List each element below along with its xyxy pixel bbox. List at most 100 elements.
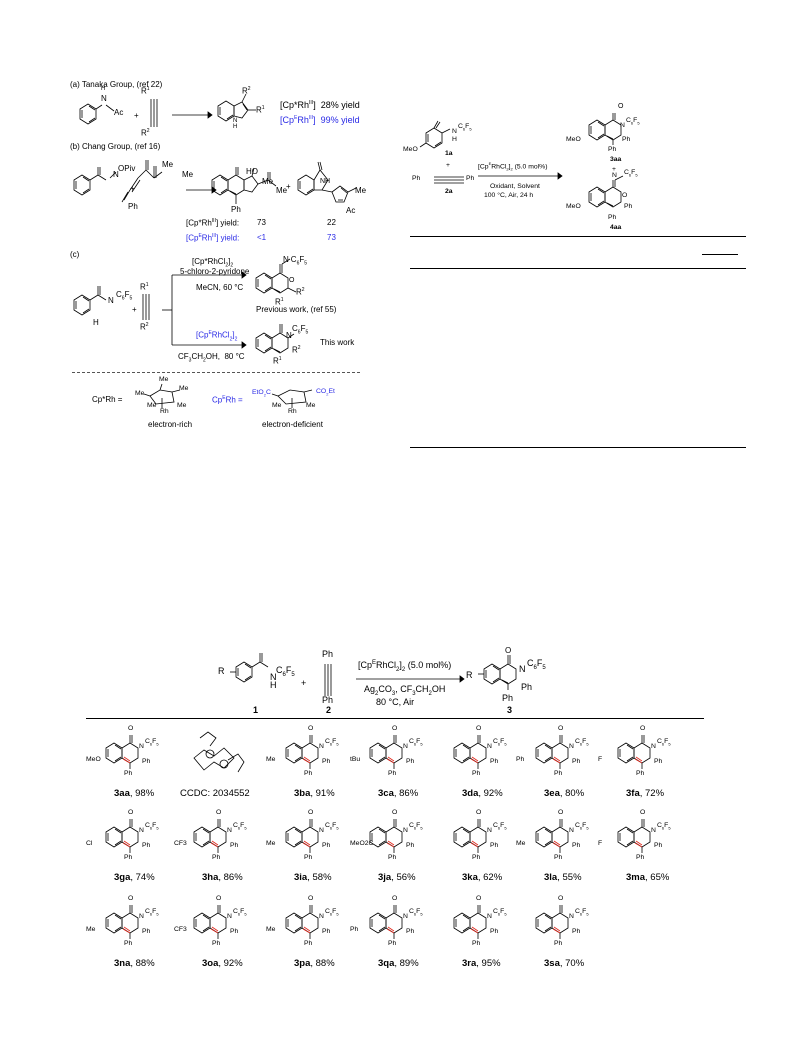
scheme-a-title: (a) Tanaka Group, (ref 22) [70,80,163,89]
ring-n: N [487,913,492,920]
product-caption: 3fa, 72% [626,788,664,799]
meo-1a: MeO [403,146,418,153]
product-id: 3ra [462,958,477,969]
product-id: 3la [544,872,558,883]
crystal-structure [193,731,245,773]
label-1: 1 [253,705,259,715]
product-3aa-structure [588,113,622,145]
c6f5-1a: C6F5 [458,123,472,132]
scope-rule [86,718,704,719]
product-id: 3sa [544,958,560,969]
product-structure [453,819,487,853]
cp-e-label: CpERh = [212,395,243,405]
b-opiv: OPiv [118,164,136,173]
ring-n: N [651,827,656,834]
ph-b: Ph [554,940,563,947]
ph-b: Ph [388,854,397,861]
ring-n: N [569,913,574,920]
product-yield: , 88% [310,958,335,969]
carbonyl-o: O [476,895,482,902]
prev-o: O [289,277,295,284]
me-1: Me [159,376,169,383]
product-caption: 3la, 55% [544,872,582,883]
c-this-work: This work [320,338,355,347]
ring-n: N [319,743,324,750]
tricyclic-product-structure [211,167,277,204]
ring-n: N [139,743,144,750]
chang-yield1-b: 22 [327,218,336,227]
c-cond2: CF3CH2OH, 80 °C [178,352,245,364]
ph-a: Ph [142,758,151,765]
c6f5-group: C6F5 [233,908,247,917]
substituent: Me [516,840,526,847]
product-id: 3qa [378,958,395,969]
n-substrate: N [270,672,277,682]
indole-r2: R2 [242,86,251,96]
scheme3-cond1: Ag2CO3, CF3CH2OH [364,684,446,697]
o-3aa: O [618,103,624,110]
product-caption: 3ga, 74% [114,872,155,883]
ring-n: N [227,827,232,834]
spiro-product-structure [297,161,357,203]
product-caption: 3ba, 91% [294,788,335,799]
product-caption: 3ia, 58% [294,872,332,883]
c-cond1: MeCN, 60 °C [196,283,244,292]
product-yield: , 86% [393,788,419,799]
ph-2a-left: Ph [412,175,421,182]
ring-n: N [319,827,324,834]
ph-b: Ph [636,770,645,777]
isoquinolone-structure [255,324,295,354]
c6f5-substrate: C6F5 [276,665,295,678]
ph-a: Ph [230,928,239,935]
product-yield: , 74% [130,872,155,883]
b-nh: N [113,170,119,179]
plus-2: + [446,162,450,169]
ph-a: Ph [654,842,663,849]
carbonyl-o: O [640,809,646,816]
c6f5-group: C6F5 [409,822,423,831]
scheme2-cond2: 100 °C, Air, 24 h [484,192,534,199]
substituent: CF3 [174,926,187,933]
ph-3aa-a: Ph [622,136,631,143]
scheme3-catalyst: [CpERhCl2]2 (5.0 mol%) [358,660,452,673]
c-n: N [108,296,114,305]
product-structure [193,819,227,853]
c6f5-group: C6F5 [493,738,507,747]
ph-b: Ph [304,854,313,861]
product-yield: , 88% [130,958,155,969]
product-yield: , 65% [645,872,670,883]
o-product: O [505,646,512,655]
ring-n: N [319,913,324,920]
substituent: MeO2C [350,840,374,847]
ph-b: Ph [124,854,133,861]
product-4aa-structure [588,175,624,208]
ph-b: Ph [554,770,563,777]
ph-b: Ph [124,770,133,777]
c-c6f5: C6F5 [116,290,133,302]
ph-a: Ph [142,928,151,935]
ph-b: Ph [212,940,221,947]
product-id: 3fa [626,788,640,799]
cp-star-label: Cp*Rh = [92,395,123,404]
product-structure [369,905,403,939]
product-yield: , 92% [218,958,243,969]
ph-a: Ph [142,842,151,849]
chang-yield2-b: 73 [327,233,336,242]
substituent: Me [86,926,96,933]
substituent: Ph [350,926,359,933]
b-ph1: Ph [128,202,138,211]
product-yield: , 55% [557,872,582,883]
scheme-b-title: (b) Chang Group, (ref 16) [70,142,161,151]
c6f5-group: C6F5 [493,908,507,917]
product-id: 3ma [626,872,646,883]
product-structure [617,735,651,769]
tanaka-cat2: [CpERhIII] 99% yield [280,115,360,125]
r-product: R [466,670,473,680]
rh-2: Rh [288,408,297,415]
this-c6f5: C6F5 [292,324,309,336]
carbonyl-o: O [128,725,134,732]
product-caption: 3sa, 70% [544,958,584,969]
c-plus: + [132,305,137,314]
substituent: MeO [86,756,101,763]
carbonyl-o: O [392,895,398,902]
